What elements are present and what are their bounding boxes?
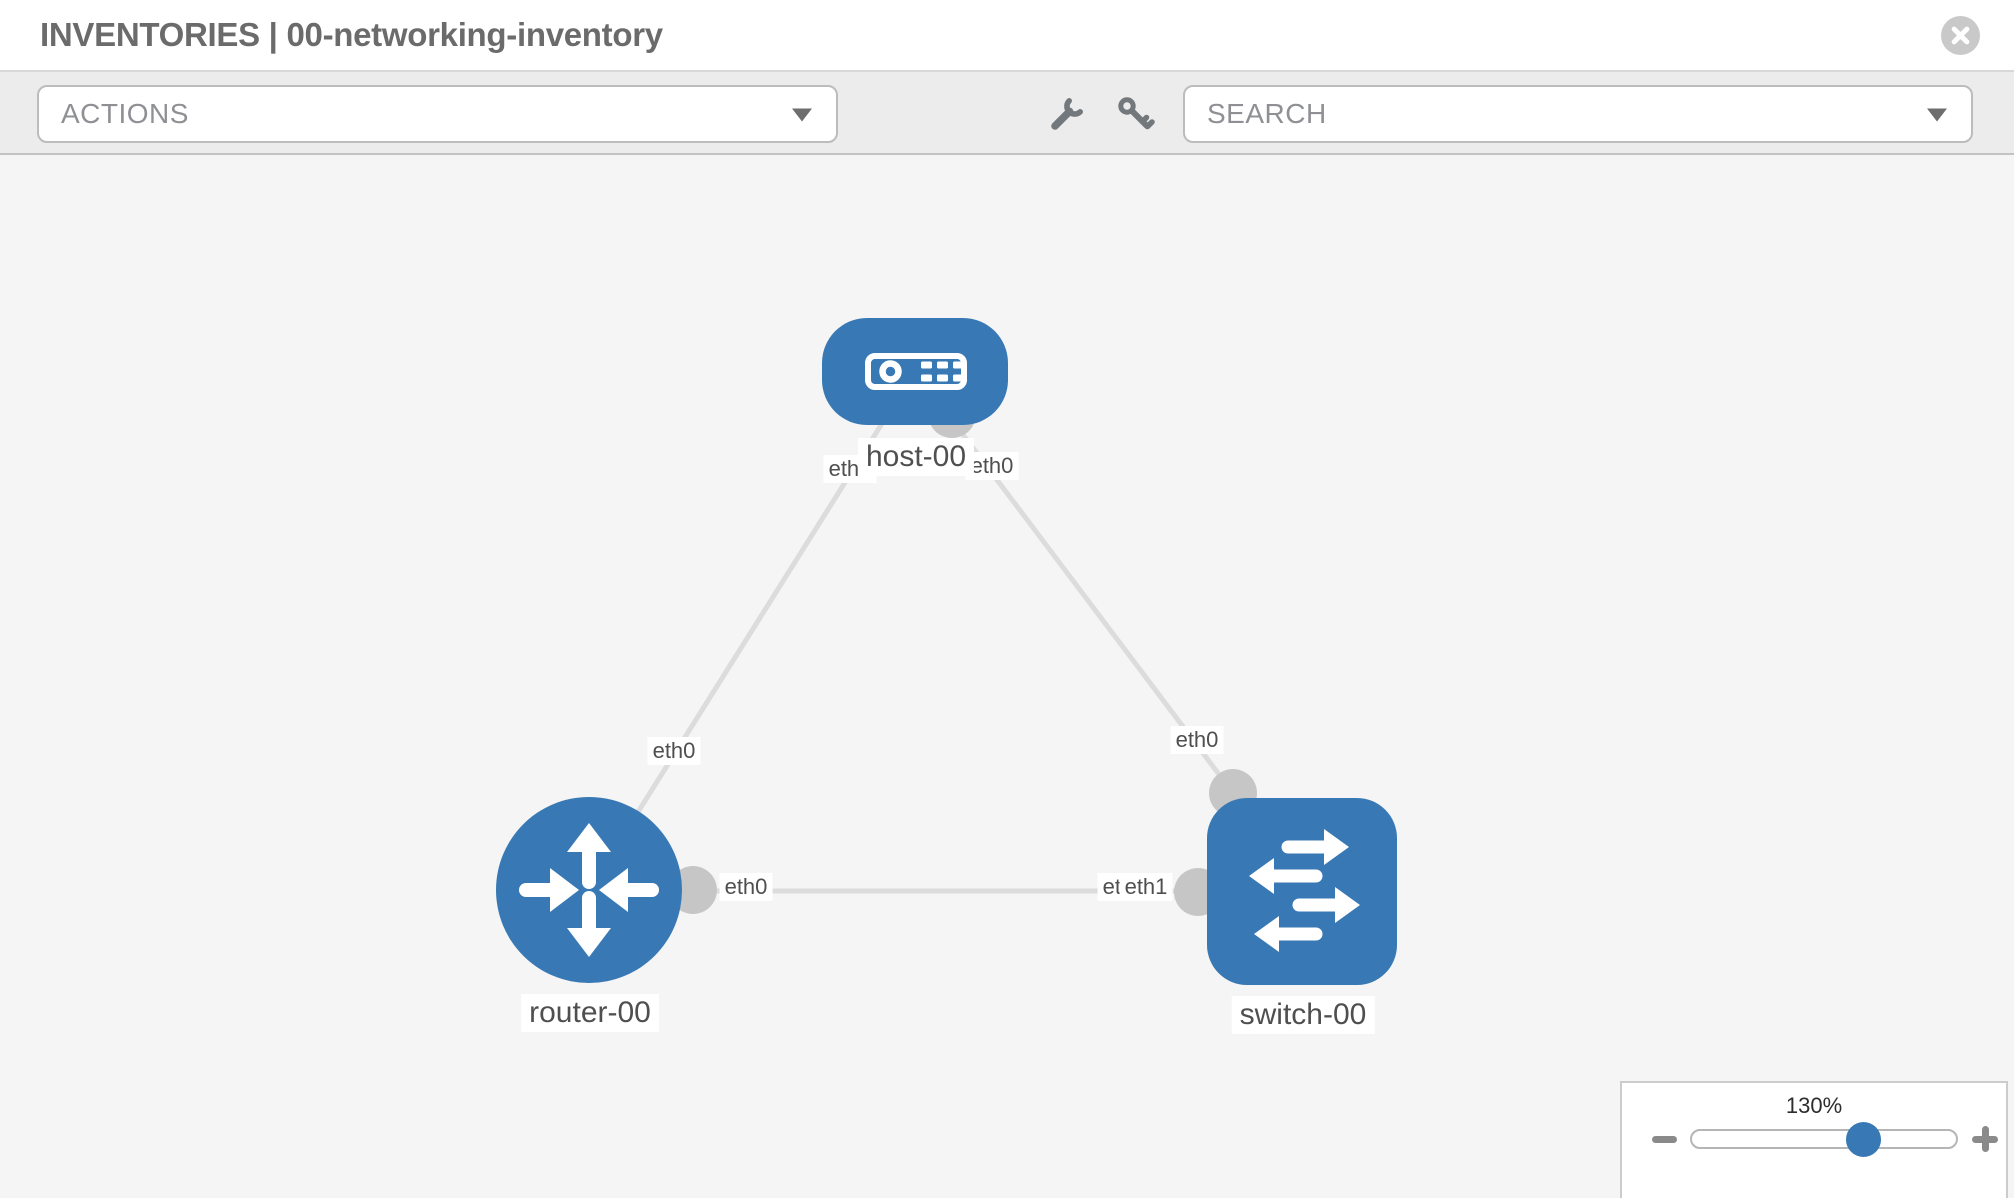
topology-svg (496, 318, 1397, 985)
key-icon (1118, 97, 1155, 130)
zoom-slider-thumb[interactable] (1846, 1122, 1881, 1157)
node-router-00[interactable] (496, 797, 682, 983)
configure-button[interactable] (1047, 94, 1087, 134)
interface-label: eth0 (647, 737, 701, 765)
interface-label: eth0 (1170, 726, 1224, 754)
interface-label: eth0 (965, 452, 1019, 480)
interface-label: eth0 (719, 873, 773, 901)
node-switch-00[interactable] (1207, 798, 1397, 985)
zoom-panel: 130% (1620, 1081, 2008, 1198)
search-dropdown-label: SEARCH (1207, 98, 1327, 129)
zoom-out-icon[interactable] (1652, 1136, 1677, 1143)
interface-label: eth1 (1119, 873, 1173, 901)
node-label-router: router-00 (521, 994, 659, 1032)
topology-canvas[interactable]: eth0 eth0 eth0 eth0 eth0 eth0 eth1 host-… (0, 155, 2014, 1198)
header-bar: INVENTORIES | 00-networking-inventory (0, 0, 2014, 72)
key-button[interactable] (1115, 94, 1155, 134)
zoom-level-value: 130% (1785, 1093, 1843, 1118)
chevron-down-icon (1927, 108, 1947, 122)
actions-dropdown-label: ACTIONS (61, 98, 189, 129)
node-host-00[interactable] (822, 318, 1008, 425)
zoom-in-icon[interactable] (1972, 1126, 1998, 1152)
toolbar: ACTIONS SEARCH (0, 72, 2014, 155)
page-title: INVENTORIES | 00-networking-inventory (40, 16, 663, 53)
node-label-switch: switch-00 (1231, 996, 1375, 1034)
host-icon (865, 353, 967, 390)
wrench-icon (1051, 98, 1083, 130)
chevron-down-icon (792, 108, 812, 122)
node-label-host: host-00 (857, 438, 975, 476)
zoom-slider-track[interactable] (1690, 1129, 1958, 1149)
switch-icon (1249, 829, 1360, 952)
actions-dropdown[interactable]: ACTIONS (37, 85, 838, 143)
router-icon (519, 823, 659, 957)
close-button[interactable] (1941, 16, 1980, 55)
search-dropdown[interactable]: SEARCH (1183, 85, 1973, 143)
